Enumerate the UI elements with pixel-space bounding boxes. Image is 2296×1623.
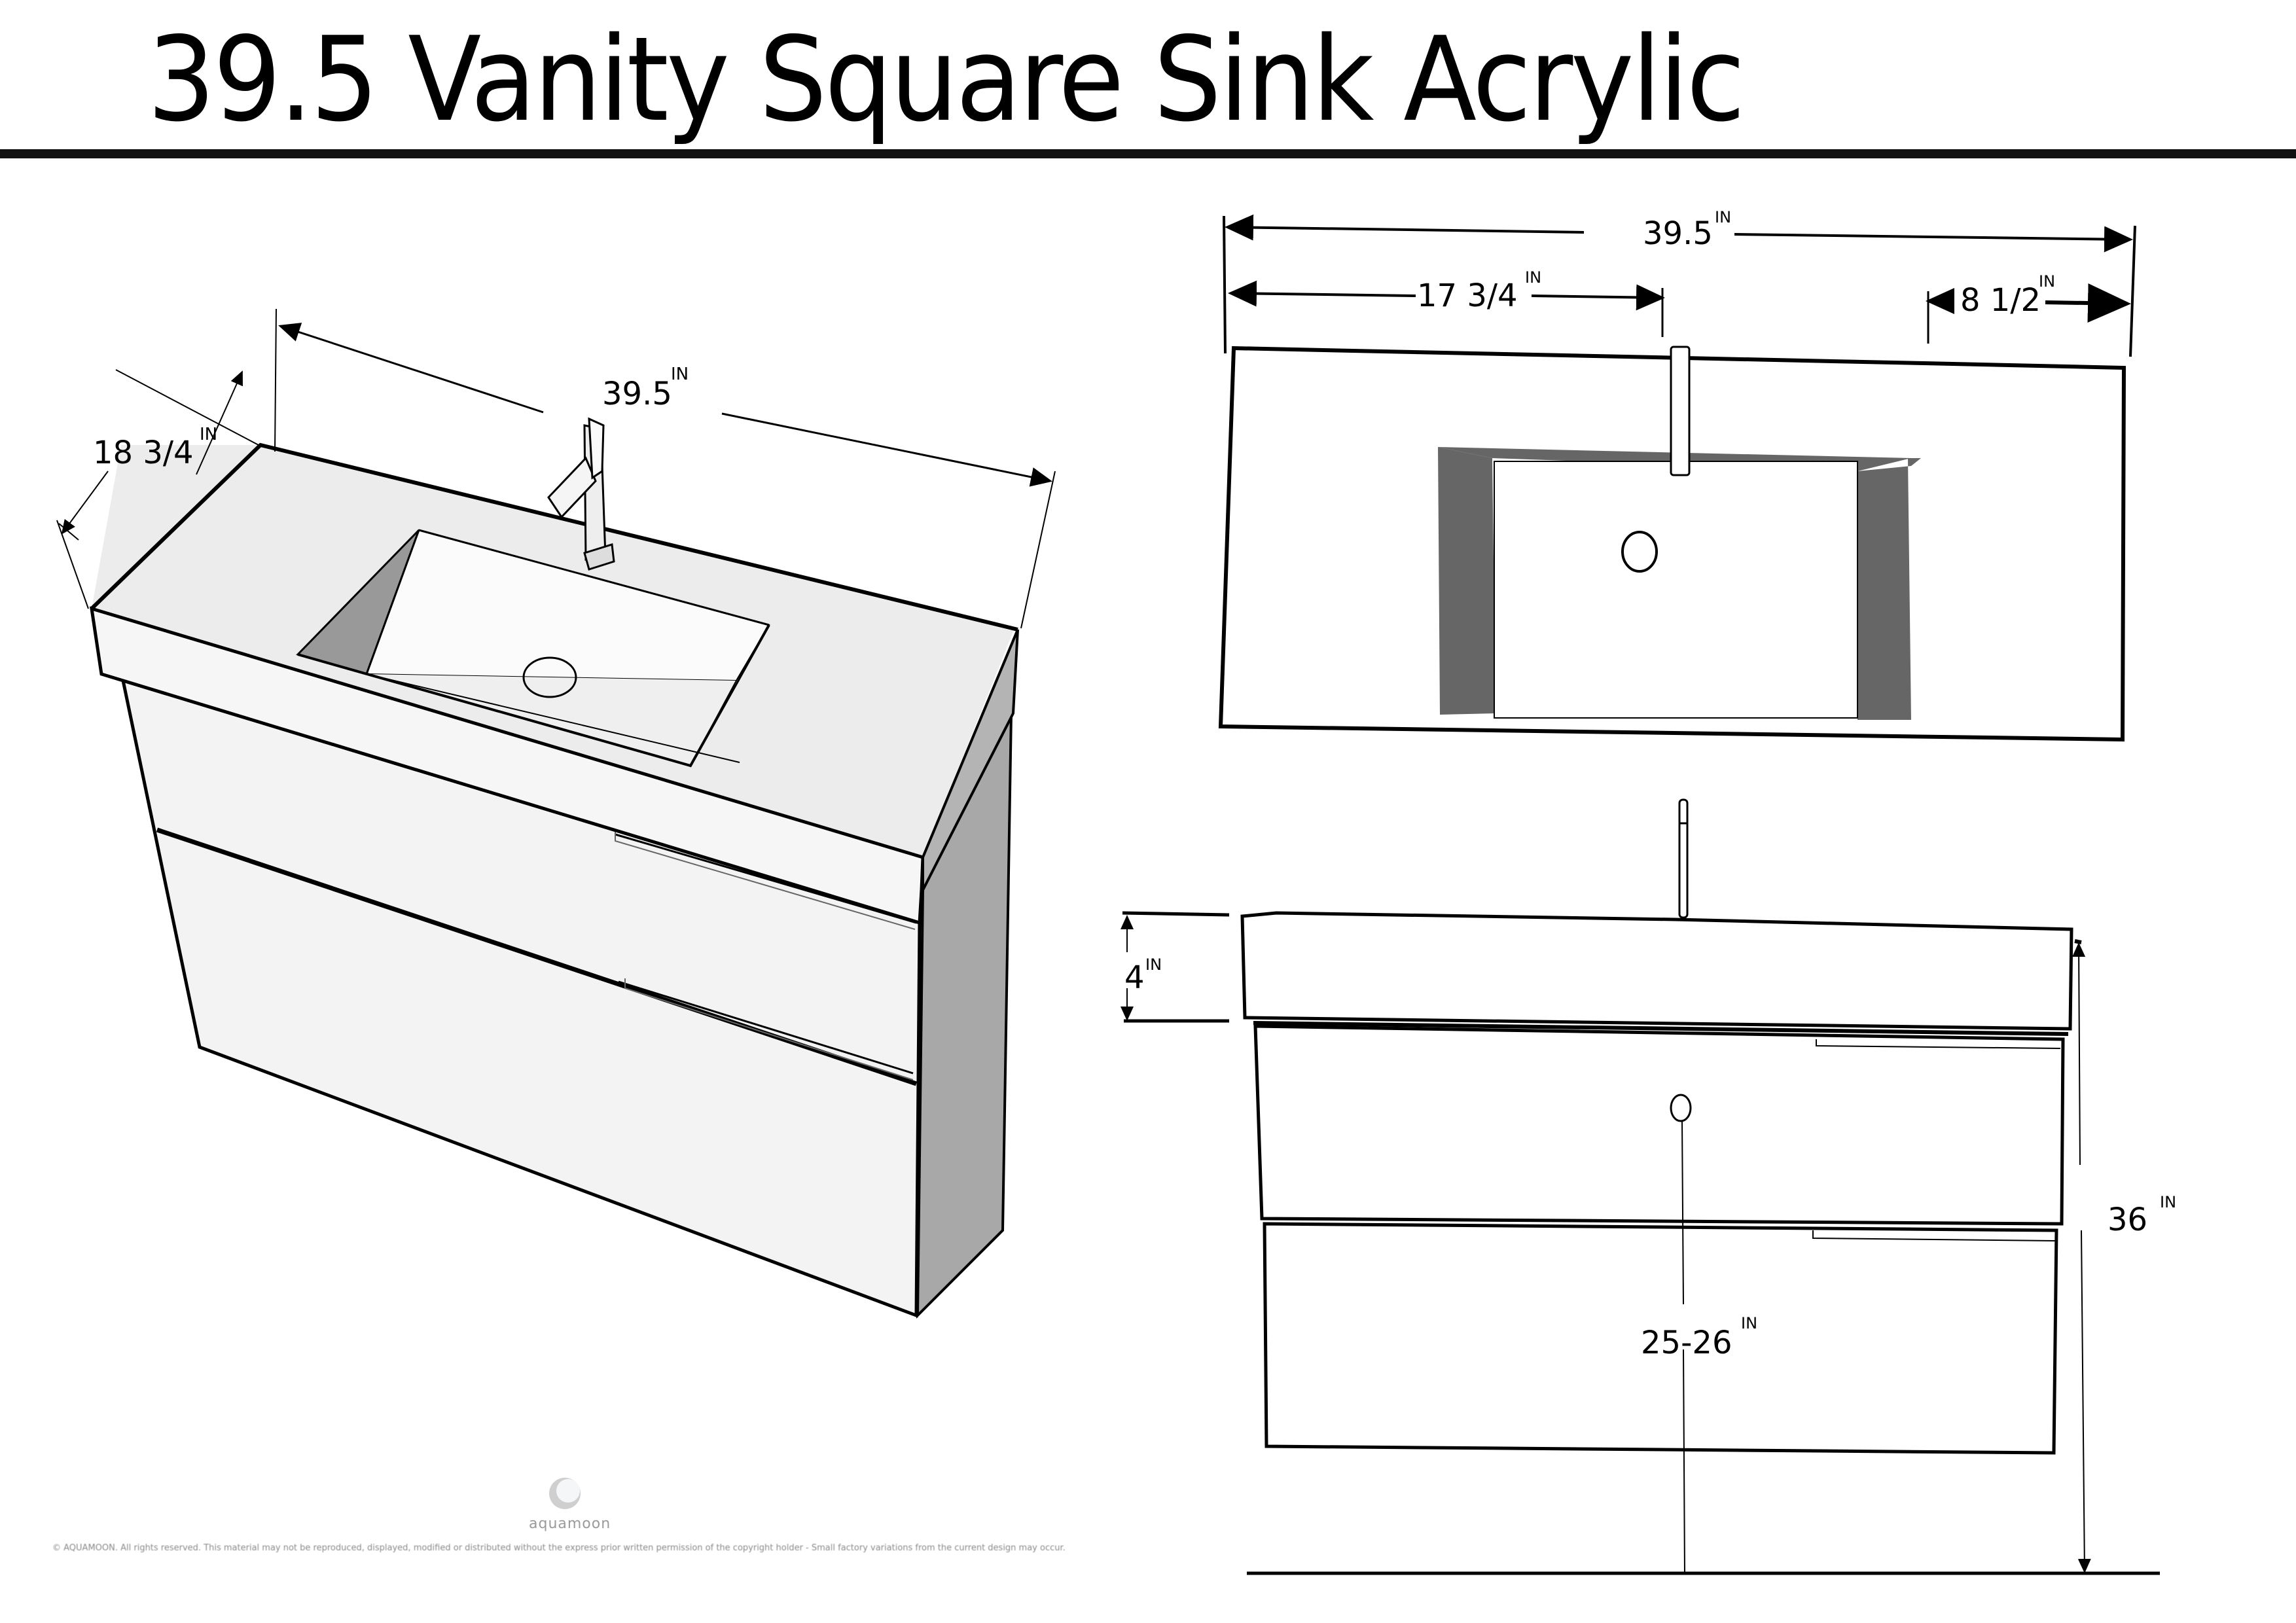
faucet-icon (1678, 798, 1689, 919)
total-height-label: 36 (2108, 1202, 2147, 1238)
drain-icon (1621, 531, 1658, 573)
basin-wall-right (1857, 458, 1921, 720)
unit-label: IN (1145, 955, 1162, 974)
basin-wall-left (1438, 447, 1496, 715)
drawer-lower (1263, 1222, 2058, 1455)
page-title: 39.5 Vanity Square Sink Acrylic (147, 12, 1746, 147)
unit-label: IN (671, 365, 689, 384)
basin-floor (1494, 461, 1858, 719)
unit-label: IN (2160, 1193, 2176, 1211)
basin-floor-lower (367, 674, 736, 766)
countertop-front (1240, 911, 2073, 1031)
right-margin-label: 8 1/2 (1960, 282, 2041, 319)
drain-icon (1670, 1094, 1692, 1122)
faucet-icon (547, 417, 615, 571)
top-view: 39.5 IN 17 3/4 IN 8 1/2 IN (1218, 208, 2136, 742)
aquamoon-logo: aquamoon (529, 1474, 611, 1532)
drain-height-label: 25-26 (1641, 1325, 1732, 1361)
unit-label: IN (1525, 268, 1541, 287)
faucet-offset-label: 17 3/4 (1417, 277, 1518, 314)
top-overall-width-label: 39.5 (1643, 215, 1713, 252)
unit-label: IN (1715, 208, 1731, 226)
drain-icon (522, 656, 577, 698)
brand-name: aquamoon (529, 1516, 611, 1532)
moon-icon (549, 1478, 581, 1509)
unit-label: IN (200, 425, 217, 444)
perspective-width-label: 39.5 (602, 376, 672, 412)
basin-right-wall (690, 624, 770, 766)
front-view: 25-26 IN 4 IN 36 IN (1121, 798, 2176, 1575)
perspective-view: 39.5 IN 18 3/4 IN (56, 308, 1056, 1319)
unit-label: IN (1741, 1314, 1757, 1332)
copyright-notice: © AQUAMOON. All rights reserved. This ma… (52, 1543, 1066, 1553)
drawer-upper (1253, 1024, 2065, 1226)
title-divider (0, 149, 2296, 158)
unit-label: IN (2039, 272, 2055, 291)
perspective-depth-label: 18 3/4 (93, 435, 194, 471)
countertop-height-label: 4 (1124, 959, 1145, 996)
